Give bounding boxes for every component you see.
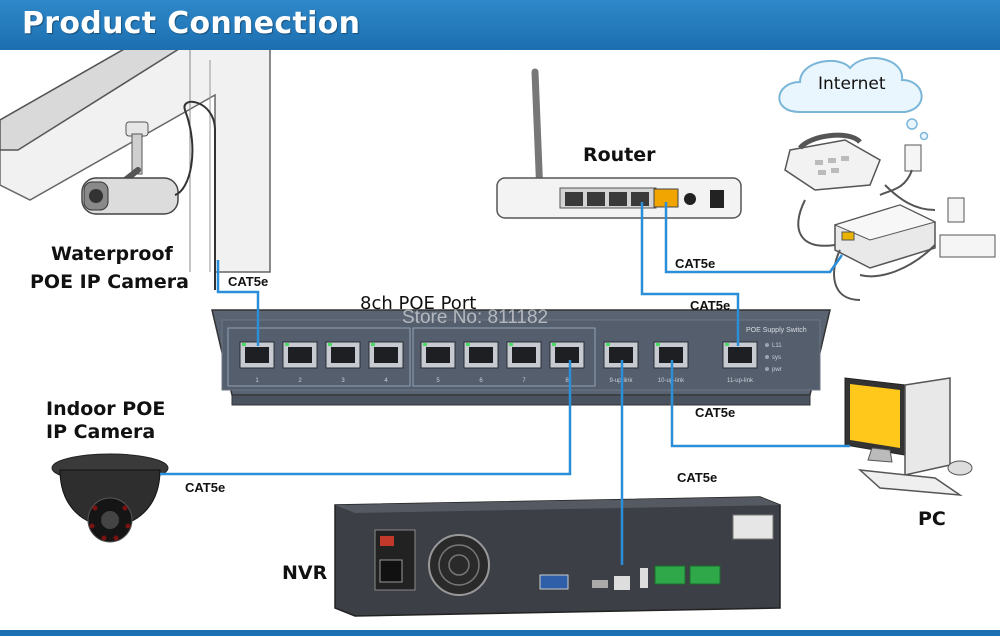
poe-port-3-socket [331,347,355,363]
poe-port-number-5: 5 [436,378,440,384]
indicator-led-pwr [765,367,769,371]
uplink-port-9-socket [609,347,633,363]
pc-icon [844,377,973,496]
cable-switch-to-pc [670,360,850,448]
outdoor-camera-icon [81,100,216,290]
cable-indoor-camera [160,360,572,476]
indicator-label-L11: L11 [772,343,782,349]
poe-port-4-led [371,343,375,346]
dome-camera-icon [51,453,169,543]
poe-port-number-6: 6 [479,378,483,384]
outdoor-camera-label-line1: Waterproof [51,243,173,265]
pc-label: PC [918,508,946,530]
cable-label-switch-to-router: CAT5e [690,298,731,313]
telephone-icon [784,132,881,191]
indicator-label-sys: sys [772,355,781,361]
poe-port-2-led [285,343,289,346]
internet-cloud-icon [778,57,929,141]
poe-port-number-7: 7 [522,378,526,384]
poe-port-6-led [466,343,470,346]
poe-port-5-led [423,343,427,346]
uplink-port-9-led [606,343,610,346]
poe-port-number-1: 1 [255,378,259,384]
uplink-port-11-socket [728,347,752,363]
switch-label: 8ch POE Port [360,293,477,314]
cable-label-indoor-camera: CAT5e [185,480,226,495]
router-icon [496,68,742,219]
internet-label: Internet [818,74,886,94]
uplink-port-label-11: 11-up-link [727,378,754,384]
indicator-label-pwr: pwr [772,367,782,373]
poe-port-8-socket [555,347,579,363]
poe-port-8-led [552,343,556,346]
wall-sockets [797,144,996,301]
cable-router-to-modem [664,202,844,274]
poe-port-5-socket [426,347,450,363]
cable-label-switch-to-nvr: CAT5e [677,470,718,485]
cable-label-switch-to-pc: CAT5e [695,405,736,420]
uplink-port-11-led [725,343,729,346]
outdoor-camera-label-line2: POE IP Camera [30,271,189,293]
poe-port-number-2: 2 [298,378,302,384]
cable-label-outdoor-camera: CAT5e [228,274,269,289]
poe-port-number-8: 8 [565,378,569,384]
uplink-port-10-led [656,343,660,346]
indicator-led-L11 [765,343,769,347]
header-bar: Product Connection [0,0,1000,50]
poe-port-1-led [242,343,246,346]
poe-port-7-socket [512,347,536,363]
watermark: Store No: 811182 [402,307,549,328]
poe-port-2-socket [288,347,312,363]
indoor-camera-label-line2: IP Camera [46,421,156,443]
page-title: Product Connection [22,6,361,41]
cable-label-router-to-modem: CAT5e [675,256,716,271]
poe-port-6-socket [469,347,493,363]
indoor-camera-label-line1: Indoor POE [46,398,166,420]
nvr-label: NVR [282,562,328,584]
switch-panel-title: POE Supply Switch [746,327,807,334]
cables [160,202,850,565]
uplink-port-10-socket [659,347,683,363]
poe-port-1-socket [245,347,269,363]
modem-icon [833,204,937,269]
poe-port-number-4: 4 [384,378,388,384]
nvr-icon [334,496,781,617]
cable-outdoor-camera [216,260,260,346]
poe-port-3-led [328,343,332,346]
poe-port-7-led [509,343,513,346]
router-label: Router [583,144,656,166]
cable-switch-to-router [640,202,740,346]
poe-port-number-3: 3 [341,378,345,384]
bottom-border [0,630,1000,636]
poe-port-4-socket [374,347,398,363]
indicator-led-sys [765,355,769,359]
